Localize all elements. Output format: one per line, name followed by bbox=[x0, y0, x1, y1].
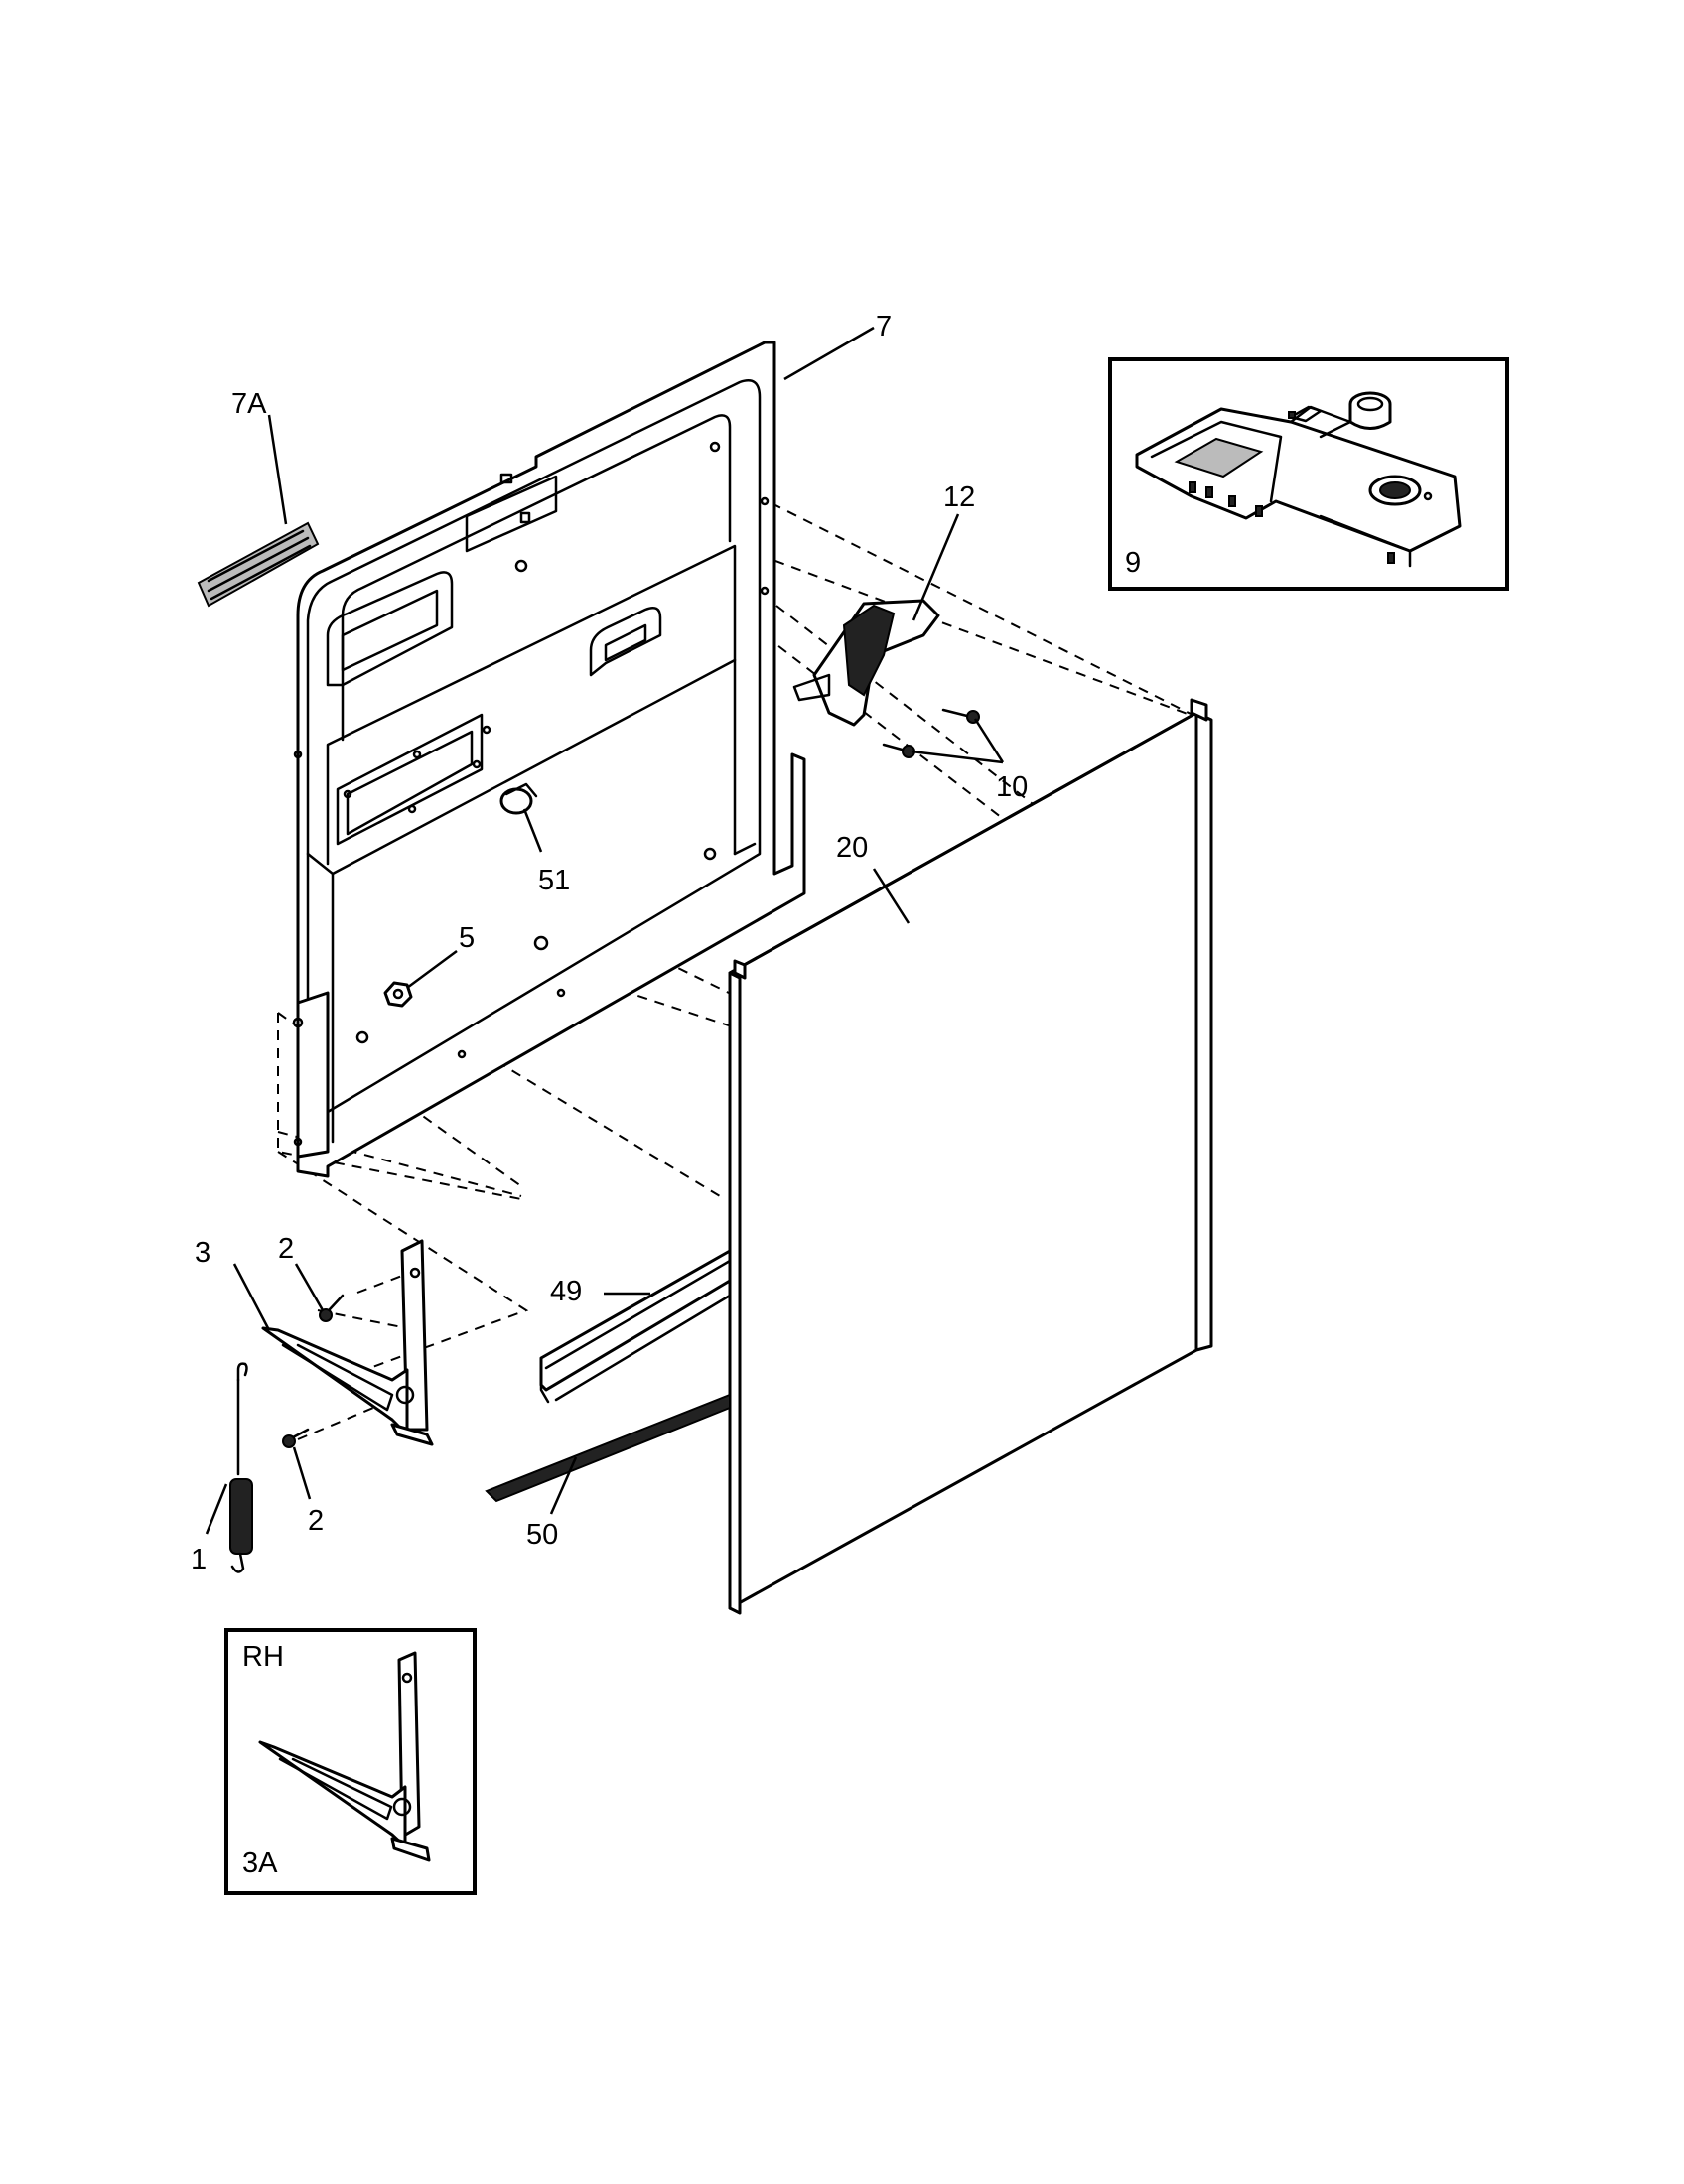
screws-2 bbox=[282, 1294, 345, 1448]
leader-lines bbox=[205, 326, 1005, 1535]
callout-10: 10 bbox=[996, 771, 1028, 803]
inset-part-label: 3A bbox=[242, 1847, 278, 1879]
strip-49 bbox=[539, 1249, 732, 1404]
hinge-3a bbox=[258, 1651, 431, 1862]
inset-dispenser-box bbox=[1108, 357, 1509, 591]
callout-12: 12 bbox=[943, 481, 975, 513]
callout-7a: 7A bbox=[231, 388, 267, 420]
spring-1 bbox=[229, 1362, 253, 1573]
callout-51: 51 bbox=[538, 865, 570, 896]
door-latch-12 bbox=[792, 599, 940, 727]
hinge-3 bbox=[261, 1239, 434, 1446]
filter-7a bbox=[197, 521, 320, 608]
clip-51 bbox=[499, 782, 538, 815]
callout-5: 5 bbox=[459, 922, 475, 954]
callout-2-upper: 2 bbox=[278, 1233, 294, 1265]
callout-labels: 7 7A 12 9 10 51 20 5 3 2 49 2 1 50 RH 3A bbox=[191, 311, 1141, 1879]
nut-5 bbox=[383, 981, 413, 1008]
callout-2-lower: 2 bbox=[308, 1505, 324, 1537]
callout-1: 1 bbox=[191, 1544, 207, 1575]
callout-20: 20 bbox=[836, 832, 868, 864]
callout-49: 49 bbox=[550, 1276, 582, 1307]
inset-side-label: RH bbox=[242, 1641, 284, 1673]
callout-50: 50 bbox=[526, 1519, 558, 1551]
inset-rh-hinge-box bbox=[224, 1628, 477, 1895]
inner-door-panel bbox=[292, 341, 806, 1178]
callout-9: 9 bbox=[1125, 547, 1141, 579]
callout-7: 7 bbox=[876, 311, 892, 342]
dispenser-9 bbox=[1135, 391, 1462, 568]
strip-50 bbox=[485, 1393, 731, 1503]
callout-3: 3 bbox=[195, 1237, 210, 1269]
